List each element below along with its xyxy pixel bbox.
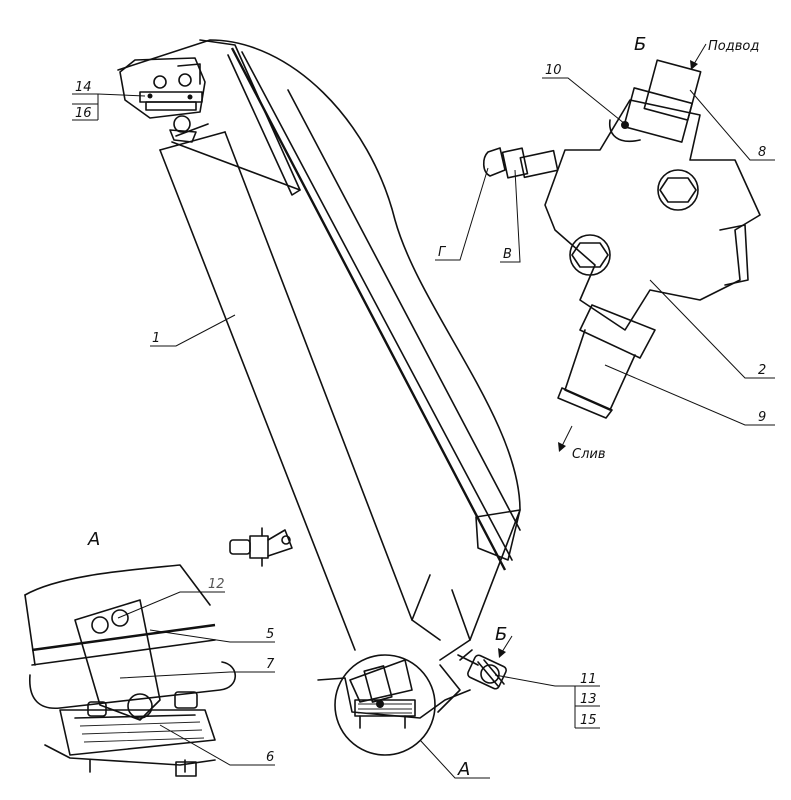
callout-15: 15 — [580, 713, 597, 728]
callout-2: 2 — [758, 363, 766, 378]
callout-6: 6 — [266, 750, 274, 765]
side-valve — [229, 527, 293, 567]
callout-14: 14 — [75, 80, 92, 95]
bottom-mount-detail — [317, 654, 471, 756]
drain-label: Слив — [572, 447, 606, 462]
view-b-arrow — [498, 635, 513, 658]
callout-13: 13 — [580, 692, 597, 707]
leader-lines — [72, 77, 775, 779]
callout-10: 10 — [545, 63, 562, 78]
supply-arrow — [690, 43, 707, 70]
callout-8: 8 — [758, 145, 766, 160]
top-pivot-assembly — [119, 57, 206, 143]
hydraulic-cylinder — [159, 123, 413, 651]
view-b-marker: Б — [495, 624, 507, 645]
view-b-title: Б — [634, 34, 646, 55]
callout-12: 12 — [208, 577, 225, 592]
callout-1: 1 — [152, 331, 160, 346]
view-a-title: А — [87, 529, 100, 550]
callout-9: 9 — [758, 410, 766, 425]
callout-g: Г — [438, 245, 447, 260]
callout-v: В — [503, 247, 512, 262]
callout-11: 11 — [580, 672, 597, 687]
detail-view-a — [24, 564, 237, 777]
pressure-valve-assembly — [457, 649, 507, 690]
supply-label: Подвод — [708, 39, 759, 54]
main-frame-outline — [117, 39, 521, 661]
detail-view-b — [482, 59, 761, 419]
view-a-marker: А — [457, 759, 470, 780]
callout-16: 16 — [75, 106, 92, 121]
drain-arrow — [558, 425, 573, 452]
callout-7: 7 — [266, 657, 275, 672]
callout-5: 5 — [266, 627, 274, 642]
